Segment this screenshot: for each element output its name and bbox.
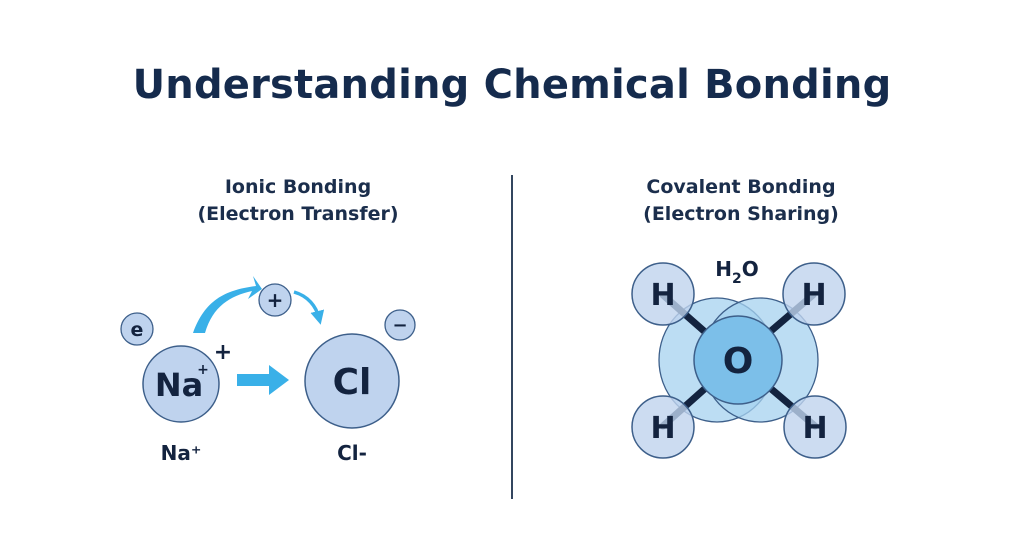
chlorine-atom [304,333,400,429]
small-curve-arrow [293,290,325,325]
plus-sign: + [214,340,232,365]
ionic-diagram: e + − + Na + Cl Na⁺ Cl- [120,276,416,465]
ionic-heading: Ionic Bonding (Electron Transfer) [133,174,463,228]
hydrogen-atom-top-left [631,262,695,326]
water-formula: H2O [715,257,759,287]
straight-arrow [237,365,289,395]
page-title: Understanding Chemical Bonding [132,62,892,108]
chlorine-symbol: Cl [333,362,372,403]
sodium-symbol: Na [155,366,203,404]
hydrogen-symbol-top-right: H [801,278,826,313]
covalent-heading-line2: (Electron Sharing) [643,203,839,225]
covalent-diagram: O H H H H H2O [631,257,847,459]
electron-bubble [120,312,154,346]
section-divider [511,175,513,499]
hydrogen-atom-bottom-right [783,395,847,459]
transfer-curve-arrow [193,276,262,333]
hydrogen-symbol-bottom-left: H [650,411,675,446]
sodium-charge: + [197,362,209,378]
chloride-ion-label: Cl- [337,441,367,465]
hydrogen-atom-top-right [782,262,846,326]
covalent-heading: Covalent Bonding (Electron Sharing) [576,174,906,228]
minus-bubble [384,309,416,341]
hydrogen-atom-bottom-left [631,395,695,459]
hydrogen-symbol-bottom-right: H [802,411,827,446]
ionic-heading-line2: (Electron Transfer) [197,203,399,225]
formula-h: H [715,257,732,281]
covalent-heading-line1: Covalent Bonding [646,176,836,198]
oxygen-atom [693,315,783,405]
electron-label: e [131,319,144,341]
sodium-atom [142,345,220,423]
hydrogen-symbol-top-left: H [650,278,675,313]
minus-bubble-label: − [392,315,407,336]
plus-bubble [258,283,292,317]
plus-bubble-label: + [267,288,284,312]
sodium-ion-label: Na⁺ [161,441,202,465]
oxygen-symbol: O [723,341,754,382]
formula-subscript: 2 [732,271,742,287]
ionic-heading-line1: Ionic Bonding [224,176,372,198]
formula-o: O [742,257,759,281]
